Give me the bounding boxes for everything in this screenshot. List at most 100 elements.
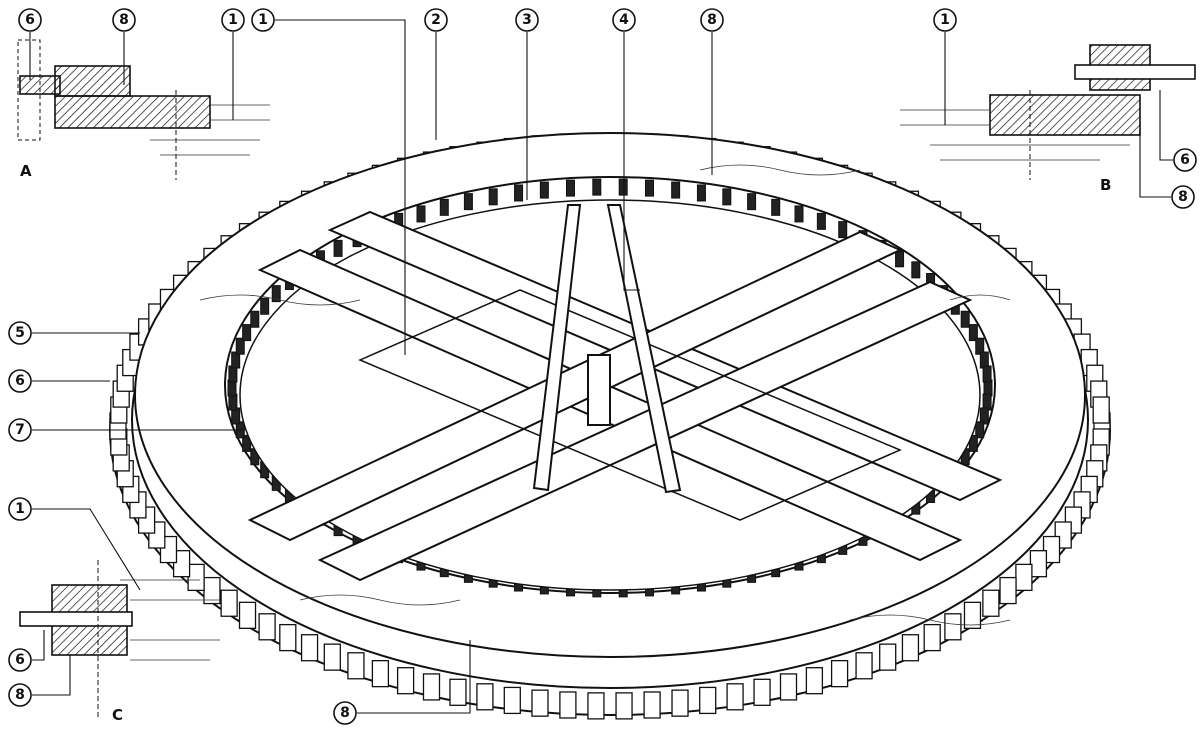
svg-text:8: 8 [340, 705, 350, 721]
gear-tooth [187, 563, 205, 592]
gear-tooth [347, 652, 365, 680]
callout-b6: 6 [1173, 148, 1197, 172]
inner-cog [242, 434, 252, 452]
gear-tooth [699, 686, 717, 715]
gear-tooth [944, 613, 962, 641]
gear-tooth [1029, 550, 1048, 578]
callout-top4: 4 [612, 8, 636, 32]
detail-c-label: C [112, 706, 123, 724]
svg-text:1: 1 [258, 12, 268, 28]
inner-cog [960, 310, 970, 328]
gear-tooth [805, 667, 824, 695]
svg-text:8: 8 [119, 12, 129, 28]
svg-text:1: 1 [228, 12, 238, 28]
callout-top1: 1 [251, 8, 275, 32]
inner-cog [250, 310, 260, 328]
gear-tooth [615, 692, 633, 720]
inner-cog [235, 337, 245, 355]
gear-tooth [982, 589, 1000, 617]
leader-lines [29, 19, 1173, 714]
inner-cog [463, 193, 473, 211]
gear-tooth [371, 659, 390, 688]
inner-cog [242, 324, 252, 342]
gear-tooth [300, 634, 319, 662]
detail-c: C [19, 560, 220, 724]
callout-left6: 6 [8, 369, 32, 393]
inner-cog [794, 205, 804, 223]
inner-cog [968, 434, 978, 452]
svg-text:6: 6 [15, 652, 25, 668]
callout-left7: 7 [8, 418, 32, 442]
inner-cog [982, 365, 992, 383]
callout-top3: 3 [515, 8, 539, 32]
inner-cog [747, 193, 757, 211]
callout-c1: 1 [8, 497, 32, 521]
inner-cog [838, 221, 848, 239]
svg-text:5: 5 [15, 325, 25, 341]
gear-tooth [963, 601, 982, 629]
callout-a8: 8 [112, 8, 136, 32]
inner-cog [911, 261, 921, 279]
gear-tooth [779, 673, 798, 701]
inner-cog [975, 421, 985, 439]
svg-text:2: 2 [431, 12, 441, 28]
svg-text:4: 4 [619, 12, 629, 28]
diagonal-braces [532, 204, 682, 494]
inner-cog [231, 351, 241, 369]
detail-b-label: B [1100, 176, 1111, 194]
gear-tooth [1015, 563, 1033, 592]
inner-cog [671, 181, 681, 199]
gear-tooth [671, 689, 689, 717]
gear-tooth [422, 673, 441, 701]
gear-tooth [172, 550, 191, 578]
gear-tooth [587, 692, 605, 720]
callout-a1: 1 [221, 8, 245, 32]
svg-text:6: 6 [1180, 152, 1190, 168]
inner-cog [333, 239, 343, 257]
svg-text:8: 8 [707, 12, 717, 28]
callout-c8: 8 [8, 683, 32, 707]
detail-b: B [900, 44, 1196, 194]
inner-cog [439, 198, 449, 216]
gear-tooth [396, 667, 415, 695]
gear-tooth [279, 623, 297, 652]
inner-cog [618, 178, 628, 196]
svg-text:7: 7 [15, 422, 25, 438]
inner-cog [260, 297, 270, 315]
gear-tooth [855, 652, 873, 680]
inner-cog [968, 324, 978, 342]
svg-text:3: 3 [522, 12, 532, 28]
gear-tooth [753, 678, 771, 706]
gear-tooth [901, 634, 920, 662]
callout-b1: 1 [933, 8, 957, 32]
gear-tooth [220, 589, 238, 617]
callout-c6: 6 [8, 648, 32, 672]
gear-tooth [830, 659, 849, 688]
svg-text:8: 8 [1178, 189, 1188, 205]
inner-cog [771, 198, 781, 216]
gear-tooth [923, 623, 941, 652]
gear-tooth [559, 691, 577, 719]
svg-text:8: 8 [15, 687, 25, 703]
inner-cog [979, 407, 989, 425]
inner-cog [645, 179, 655, 197]
gear-tooth [879, 643, 897, 671]
inner-cog [895, 250, 905, 268]
inner-cog [696, 184, 706, 202]
gear-tooth [449, 678, 467, 706]
gear-tooth [323, 643, 341, 671]
wood-grain [199, 164, 1011, 626]
gear-tooth [726, 683, 744, 711]
gear-tooth [258, 613, 276, 641]
inner-cog [565, 179, 575, 197]
callout-left5: 5 [8, 321, 32, 345]
gear-tooth [1092, 396, 1110, 424]
inner-cog [271, 285, 281, 303]
inner-cog [975, 337, 985, 355]
callout-a6: 6 [18, 8, 42, 32]
detail-a-label: A [20, 162, 32, 180]
inner-cog [816, 212, 826, 230]
gear-tooth [531, 689, 549, 717]
callout-top8: 8 [700, 8, 724, 32]
